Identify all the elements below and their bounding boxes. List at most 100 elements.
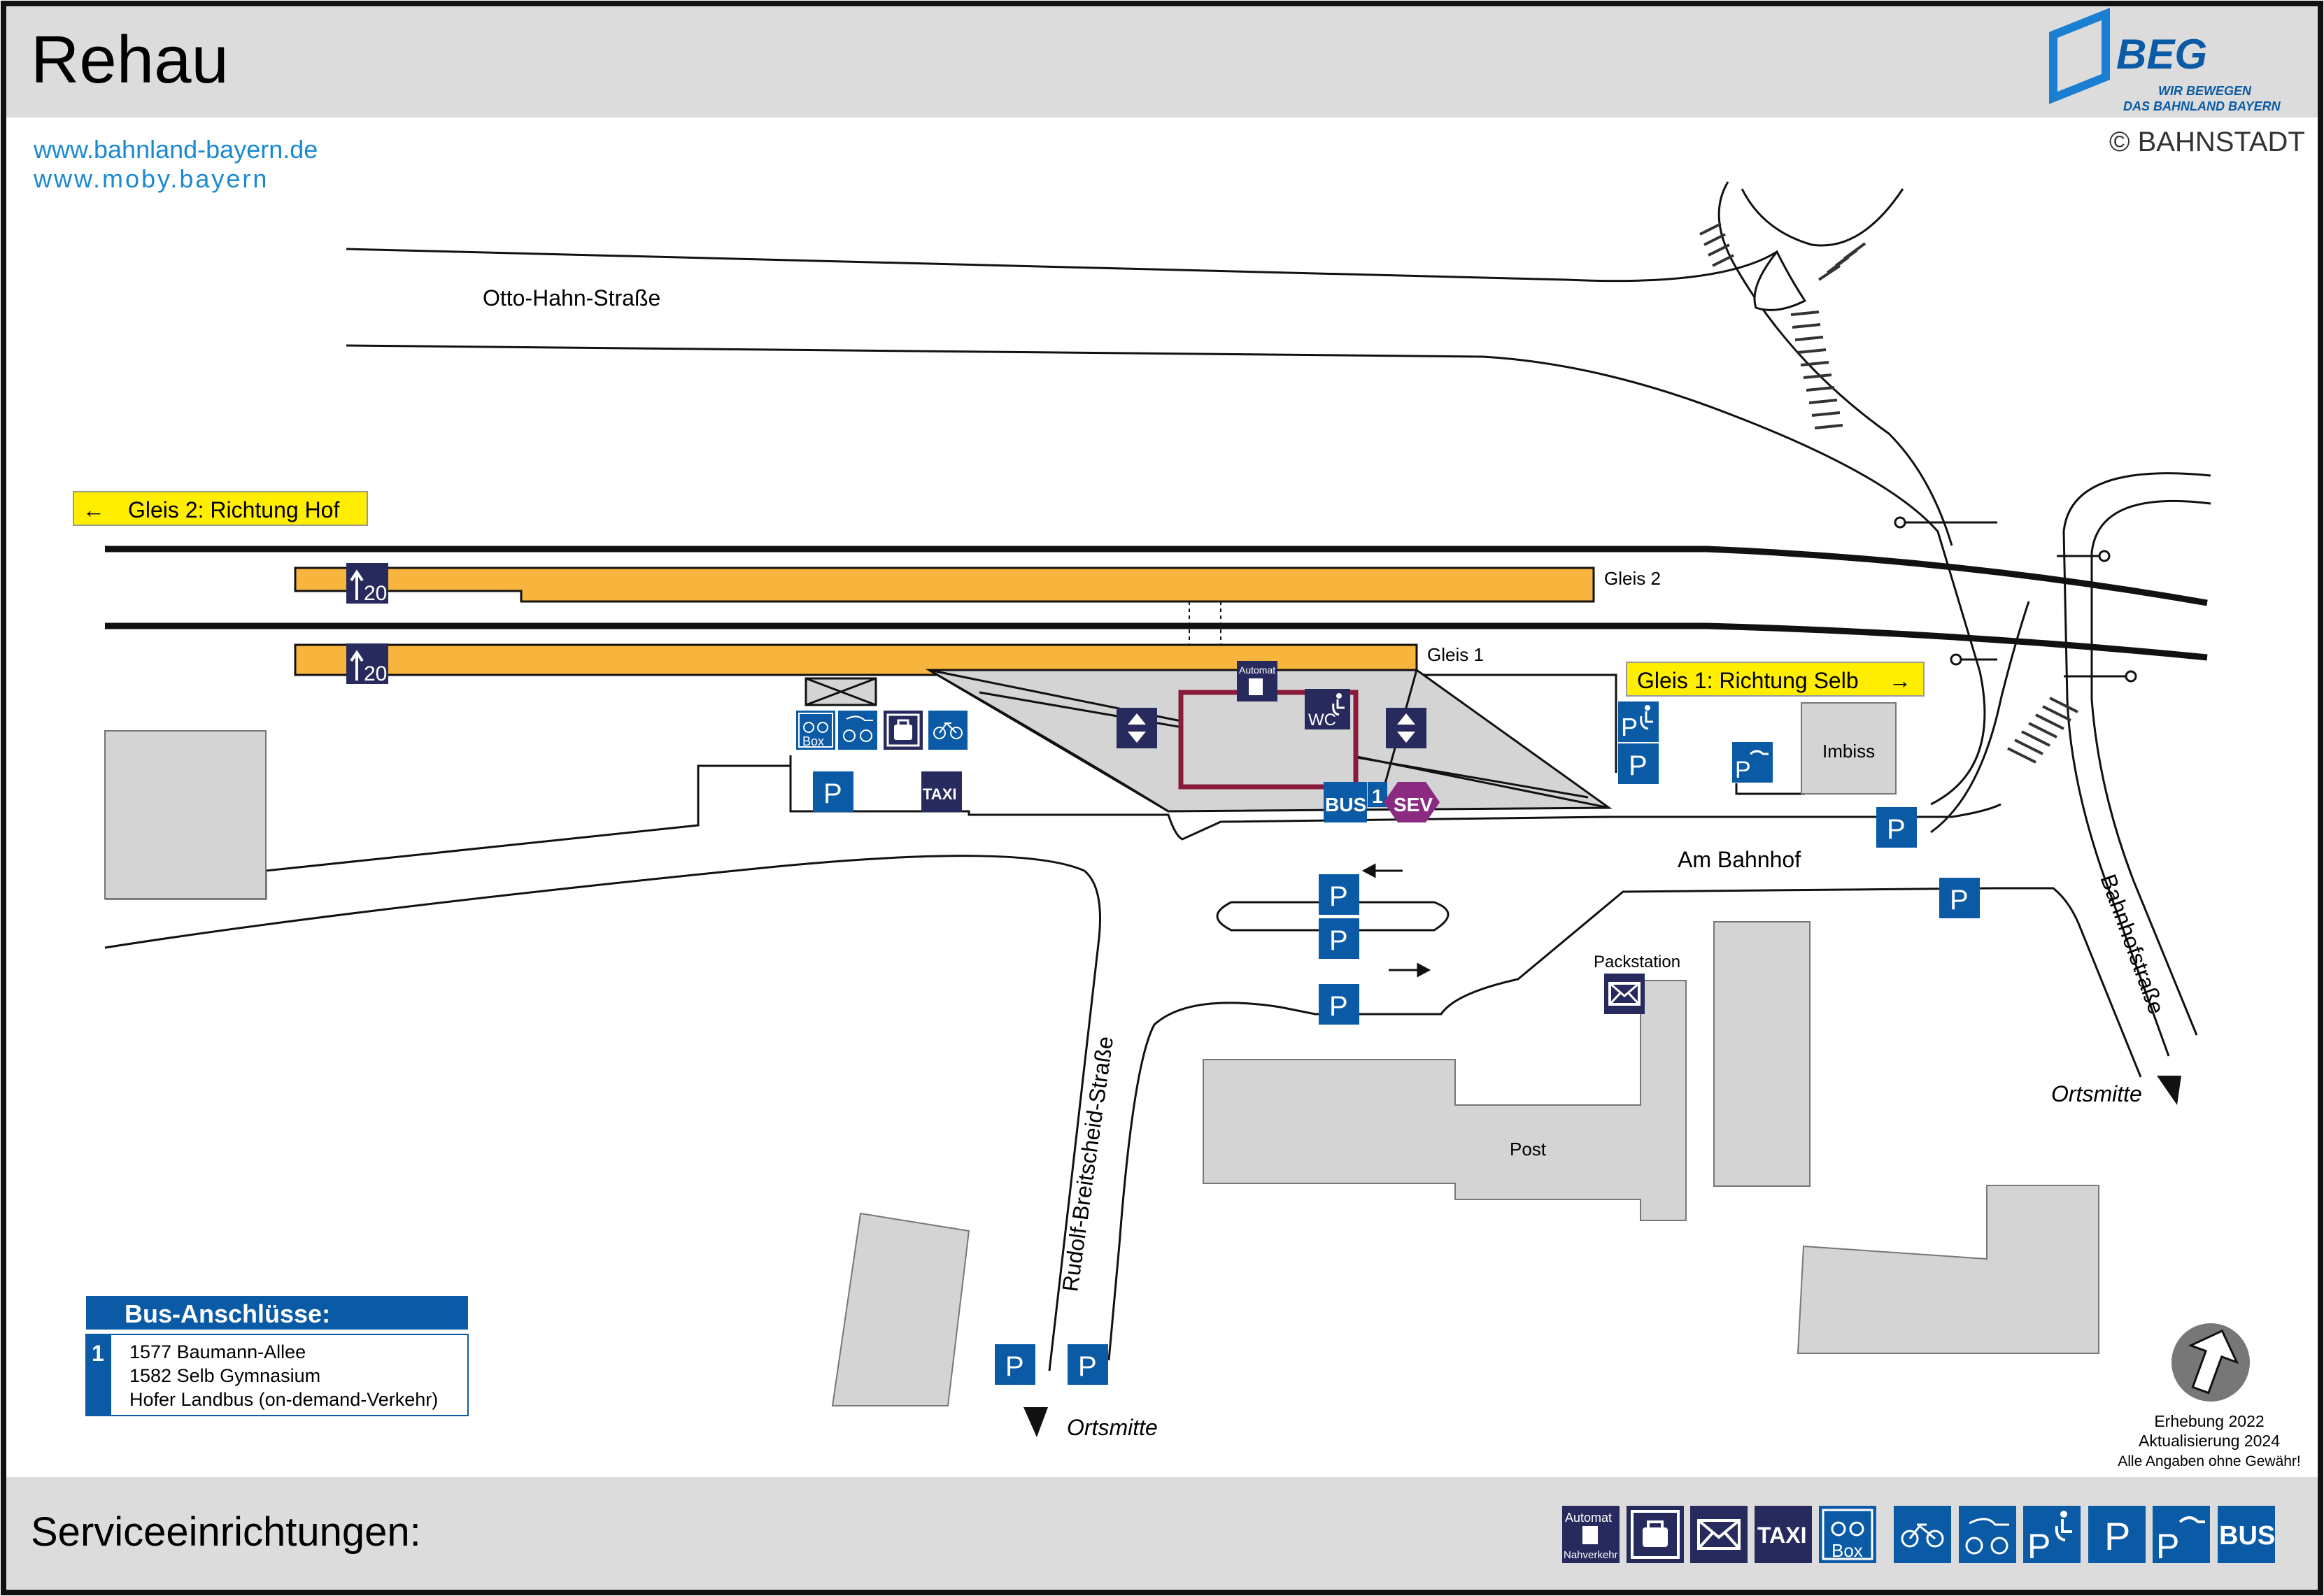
service-mail-icon[interactable] [1690,1506,1748,1563]
parking-icon-gleis-1[interactable]: P [1618,743,1659,784]
ticket-automat-icon[interactable]: Automat [1237,661,1277,701]
label-imbiss: Imbiss [1822,741,1875,762]
taxi-text: TAXI [923,785,956,803]
parking-icon-forecourt-2[interactable]: P [1319,918,1359,959]
service-title: Serviceeinrichtungen: [31,1509,421,1555]
note-erhebung: Erhebung 2022 [2154,1412,2264,1430]
service-bus-icon[interactable]: BUS [2218,1506,2275,1563]
bus-connections-number: 1 [92,1341,104,1366]
locker-icon[interactable] [884,711,923,750]
service-ev-parking-text: P [2156,1527,2179,1566]
service-ebike-icon[interactable] [1959,1506,2016,1563]
logo-text: BEG [2116,31,2207,78]
wc-icon[interactable]: WC [1305,689,1350,729]
service-automat-icon[interactable]: Automat Nahverkehr [1562,1506,1620,1563]
note-disclaimer: Alle Angaben ohne Gewähr! [2118,1453,2301,1469]
elevator-icon-west[interactable] [1117,708,1157,748]
beg-logo-icon [2049,8,2110,104]
header-band [6,6,2318,117]
platform-height-badge-2: 20 [346,563,388,605]
service-ev-parking-icon[interactable]: P [2153,1506,2210,1566]
street-am-bahnhof: Am Bahnhof [1678,847,1801,872]
ebike-icon[interactable] [838,711,877,750]
direction-gleis-2-text: Gleis 2: Richtung Hof [128,497,339,522]
signals [1894,516,2137,683]
service-taxi-icon[interactable]: TAXI [1755,1506,1812,1563]
parking-island [1216,901,1450,932]
service-parking-text: P [2104,1514,2130,1558]
direction-gleis-2-arrow: ← [83,497,105,522]
parking-letter: P [1329,881,1348,912]
link-bahnland[interactable]: www.bahnland-bayern.de [33,135,318,164]
direction-gleis-2: ← Gleis 2: Richtung Hof [73,491,368,526]
note-aktualisierung: Aktualisierung 2024 [2139,1432,2280,1450]
platform-height-1: 20 [364,662,387,685]
parking-letter: P [1735,757,1751,783]
parking-icon-am-bahnhof[interactable]: P [1876,807,1917,848]
bus-line-1582: 1582 Selb Gymnasium [129,1365,320,1386]
parking-icon-south-1[interactable]: P [995,1344,1035,1385]
taxi-icon[interactable]: TAXI [921,771,962,812]
bus-line-badge: 1 [1368,782,1387,807]
bus-line-number: 1 [1372,785,1383,807]
traffic-island [1753,250,1807,311]
beg-logo: BEG WIR BEWEGEN DAS BAHNLAND BAYERN [2049,8,2281,113]
arrow-up-icon [350,650,364,681]
platform-height-2: 20 [364,582,387,605]
building-east-2 [1797,1185,2099,1354]
bus-connections-box: Bus-Anschlüsse: 1 1577 Baumann-Allee 158… [85,1296,469,1416]
bike-shelter [805,677,877,706]
parking-icon-forecourt-1[interactable]: P [1319,874,1359,915]
label-gleis-2: Gleis 2 [1604,568,1661,589]
platform-height-badge-1: 20 [346,643,388,685]
packstation-icon[interactable] [1604,974,1645,1014]
parking-icon-bahnhofstrasse[interactable]: P [1939,878,1980,918]
link-moby[interactable]: www.moby.bayern [33,164,269,193]
bus-text: BUS [1325,794,1366,815]
platform-edge-marks [1189,601,1221,645]
one-way-arrows [1361,863,1431,978]
page-title: Rehau [31,22,229,97]
service-bike-box-icon[interactable]: Box [1819,1506,1876,1563]
label-ortsmitte-south: Ortsmitte [1067,1415,1158,1440]
parking-letter: P [823,778,842,809]
platform-gleis-2 [294,567,1595,603]
bike-box-icon[interactable]: Box [796,711,835,750]
parking-letter: P [1950,885,1969,915]
bus-line-1577: 1577 Baumann-Allee [129,1341,306,1362]
automat-text: Automat [1239,664,1275,676]
ev-parking-icon[interactable]: P [1732,742,1773,783]
parking-letter: P [1005,1351,1024,1382]
building-south [831,1212,970,1406]
service-automat-text: Automat [1565,1511,1612,1525]
building-imbiss [1801,702,1897,795]
service-bike-box-text: Box [1831,1540,1863,1561]
buildings [104,702,2099,1406]
service-parking-icon[interactable]: P [2088,1506,2146,1563]
sev-icon[interactable]: SEV [1384,782,1440,822]
parking-letter: P [1078,1351,1097,1382]
north-arrow-icon [2188,1329,2239,1395]
service-disabled-parking-icon[interactable]: P [2023,1506,2081,1566]
logo-slogan-2: DAS BAHNLAND BAYERN [2123,99,2281,113]
parking-icon-south-2[interactable]: P [1068,1344,1108,1385]
elevator-icon-east[interactable] [1386,708,1426,748]
label-ortsmitte-east: Ortsmitte [2051,1081,2142,1106]
bike-icon[interactable] [928,711,968,750]
disabled-parking-icon[interactable]: P [1618,701,1659,742]
bus-line-landbus: Hofer Landbus (on-demand-Verkehr) [129,1389,438,1410]
logo-slogan-1: WIR BEWEGEN [2158,84,2252,98]
parking-icon-station-west[interactable]: P [813,771,853,812]
service-locker-icon[interactable] [1627,1506,1684,1563]
service-bike-icon[interactable] [1894,1506,1951,1563]
arrow-up-icon [350,569,364,600]
parking-letter: P [1621,713,1638,741]
parking-icon-forecourt-3[interactable]: P [1319,984,1359,1025]
bus-stop-icon[interactable]: BUS [1324,782,1367,822]
station-forecourt [925,669,1613,813]
service-automat-sub: Nahverkehr [1564,1549,1618,1561]
building-post [1203,980,1687,1221]
copyright-bahnstadt: © BAHNSTADT [2109,127,2305,157]
